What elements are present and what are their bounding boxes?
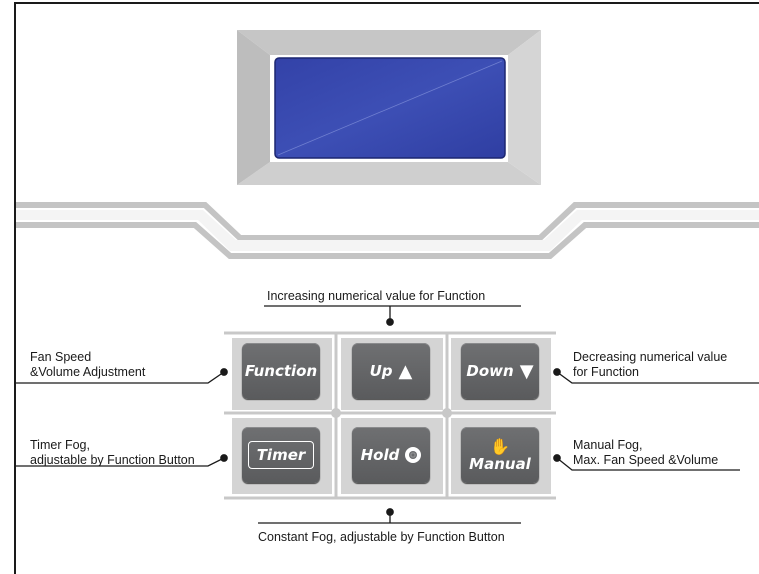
annotation-manual-line2: Max. Fan Speed &Volume (573, 453, 719, 467)
annotation-decrease: Decreasing numerical value for Function (573, 350, 727, 380)
display-bezel (237, 30, 541, 185)
annotation-timer-line2: adjustable by Function Button (30, 453, 195, 467)
down-button[interactable]: Down ▼ (461, 343, 539, 399)
fog-icon (405, 447, 422, 463)
leader-lines (16, 305, 759, 524)
annotation-fan-line1: Fan Speed (30, 350, 92, 364)
up-label: Up (369, 362, 393, 380)
lcd-glare (277, 60, 503, 156)
hold-label: Hold (360, 446, 400, 464)
annotation-timer: Timer Fog, adjustable by Function Button (30, 438, 195, 468)
annotation-fan-line2: &Volume Adjustment (30, 365, 146, 379)
up-arrow-icon: ▲ (398, 360, 413, 382)
manual-label: Manual (469, 454, 531, 473)
hand-icon: ✋ (490, 436, 510, 456)
timer-label: Timer (247, 441, 315, 469)
function-label: Function (244, 362, 318, 380)
manual-button[interactable]: ✋ Manual (461, 427, 539, 483)
manual-content: ✋ Manual (469, 436, 531, 473)
annotation-decrease-line1: Decreasing numerical value (573, 350, 728, 364)
annotation-manual: Manual Fog, Max. Fan Speed &Volume (573, 438, 718, 468)
down-label: Down (466, 362, 514, 380)
panel-frame (14, 2, 759, 574)
annotation-fan-speed: Fan Speed &Volume Adjustment (30, 350, 145, 380)
annotation-manual-line1: Manual Fog, (573, 438, 643, 452)
up-button[interactable]: Up ▲ (352, 343, 430, 399)
hold-button[interactable]: Hold (352, 427, 430, 483)
annotation-constant-fog: Constant Fog, adjustable by Function But… (258, 530, 505, 544)
timer-button[interactable]: Timer (242, 427, 320, 483)
annotation-increase: Increasing numerical value for Function (267, 289, 486, 303)
down-arrow-icon: ▼ (519, 360, 534, 382)
function-button[interactable]: Function (242, 343, 320, 399)
band-gap (16, 210, 759, 251)
divider-bands (16, 202, 759, 259)
annotation-timer-line1: Timer Fog, (30, 438, 90, 452)
annotation-decrease-line2: for Function (573, 365, 640, 379)
